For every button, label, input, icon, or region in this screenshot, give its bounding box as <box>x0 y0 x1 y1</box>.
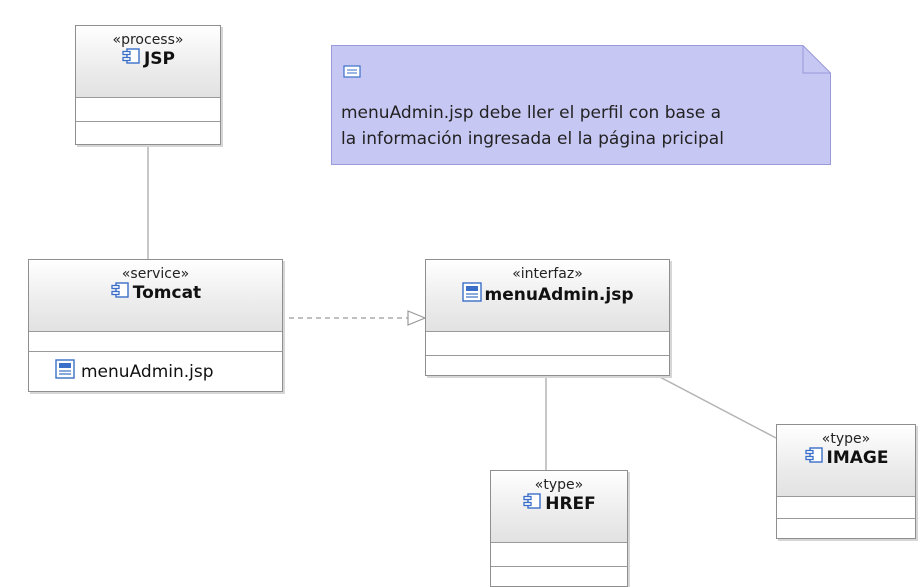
class-href-header: «type» HREF <box>491 471 627 543</box>
class-jsp[interactable]: «process» JSP <box>75 25 221 145</box>
component-icon <box>110 282 130 303</box>
note-shape <box>331 45 831 165</box>
class-image-name: IMAGE <box>826 447 889 468</box>
attributes-compartment <box>491 543 627 567</box>
class-name: Tomcat <box>110 282 201 303</box>
association-menuadmin-image[interactable] <box>657 375 777 439</box>
stereotype: «type» <box>534 477 584 493</box>
class-href[interactable]: «type» HREF <box>490 470 628 587</box>
attributes-compartment <box>76 98 220 122</box>
operations-compartment <box>777 519 915 538</box>
component-icon <box>522 493 542 514</box>
attribute-row[interactable]: menuAdmin.jsp <box>29 352 282 391</box>
note-text: menuAdmin.jsp debe ller el perfil con ba… <box>341 100 821 152</box>
component-icon <box>121 48 141 69</box>
stereotype: «interfaz» <box>512 266 583 282</box>
attribute-name: menuAdmin.jsp <box>81 361 214 382</box>
class-jsp-name: JSP <box>143 48 176 69</box>
empty-compartment <box>29 332 282 352</box>
operations-compartment <box>426 356 669 375</box>
realization-arrowhead <box>407 310 427 326</box>
class-href-name: HREF <box>545 493 596 514</box>
note[interactable]: menuAdmin.jsp debe ller el perfil con ba… <box>331 45 831 165</box>
class-menuadmin-name: menuAdmin.jsp <box>484 284 634 305</box>
class-image[interactable]: «type» IMAGE <box>776 424 916 539</box>
class-tomcat-name: Tomcat <box>132 282 202 303</box>
operations-compartment <box>76 122 220 144</box>
operations-compartment <box>491 567 627 586</box>
attributes-compartment: menuAdmin.jsp <box>29 352 282 391</box>
class-image-header: «type» IMAGE <box>777 425 915 497</box>
component-icon <box>804 447 824 468</box>
class-name: JSP <box>121 48 175 69</box>
class-menuadmin[interactable]: «interfaz» menuAdmin.jsp <box>425 259 670 376</box>
stereotype: «process» <box>112 32 184 48</box>
note-text-line-2: la información ingresada el la página pr… <box>341 129 724 149</box>
class-tomcat-header: «service» Tomcat <box>29 260 282 332</box>
class-name: HREF <box>522 493 596 514</box>
class-menuadmin-header: «interfaz» menuAdmin.jsp <box>426 260 669 332</box>
class-name: menuAdmin.jsp <box>461 282 634 307</box>
class-name: IMAGE <box>804 447 889 468</box>
stereotype: «type» <box>821 431 871 447</box>
attributes-compartment <box>777 497 915 519</box>
note-text-line-1: menuAdmin.jsp debe ller el perfil con ba… <box>341 103 722 123</box>
class-tomcat[interactable]: «service» Tomcat menuAdmin.jsp <box>28 259 283 392</box>
class-jsp-header: «process» JSP <box>76 26 220 98</box>
stereotype: «service» <box>121 266 190 282</box>
interface-icon <box>55 359 75 384</box>
interface-icon <box>461 282 482 307</box>
attributes-compartment <box>426 332 669 356</box>
